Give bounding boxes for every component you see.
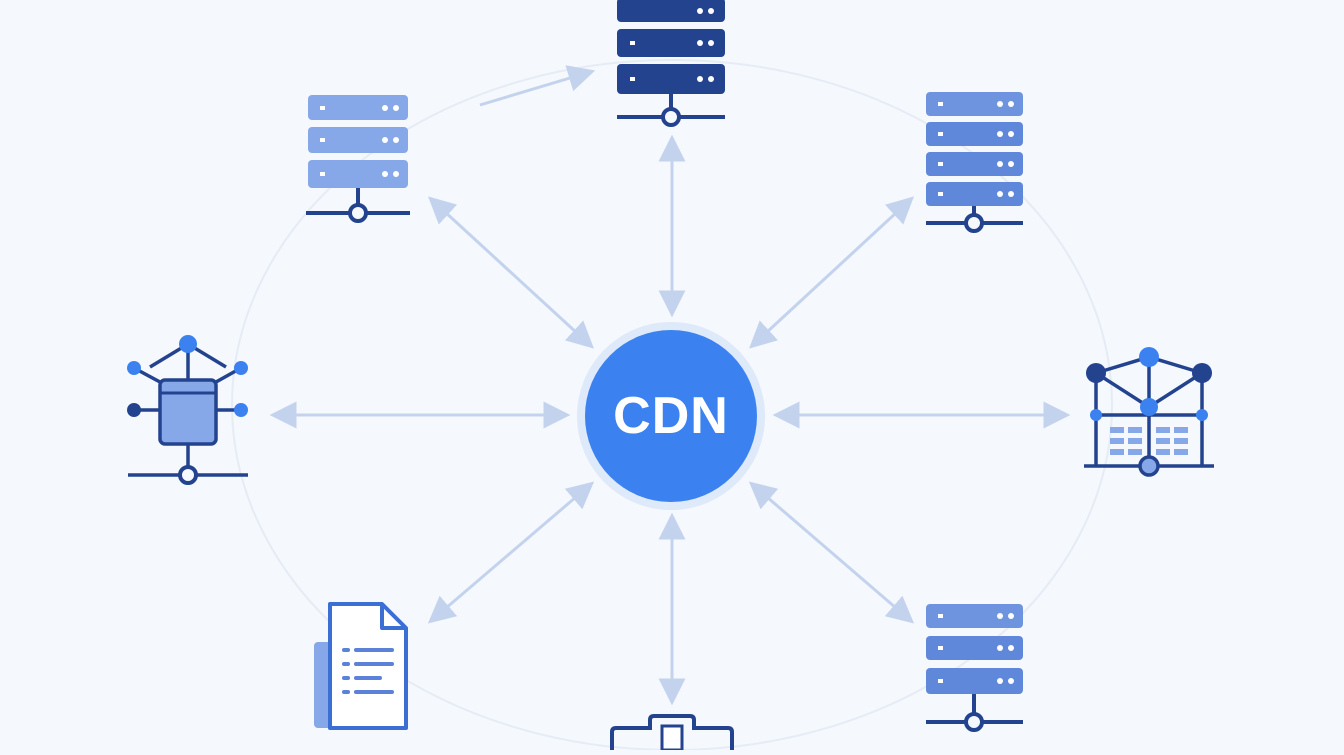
arrow-to-bottom-left [427,481,595,624]
server-top-icon [617,0,725,127]
document-bottom-left-icon [314,602,408,730]
cdn-circle [585,330,757,502]
network-hub-left-icon [127,335,248,485]
server-top-left-icon [306,95,410,223]
data-table-right-icon [1084,347,1214,477]
arrow-to-top-right [749,196,914,349]
connector-arrows [269,65,1071,706]
arrow-to-bottom-right [748,481,915,624]
package-bottom-icon [610,714,734,752]
server-top-right-icon [926,92,1023,233]
cdn-hub [577,322,765,510]
server-bottom-right-icon [926,604,1023,732]
arrow-to-top-small [479,65,596,107]
arrow-to-top-left [428,196,594,349]
